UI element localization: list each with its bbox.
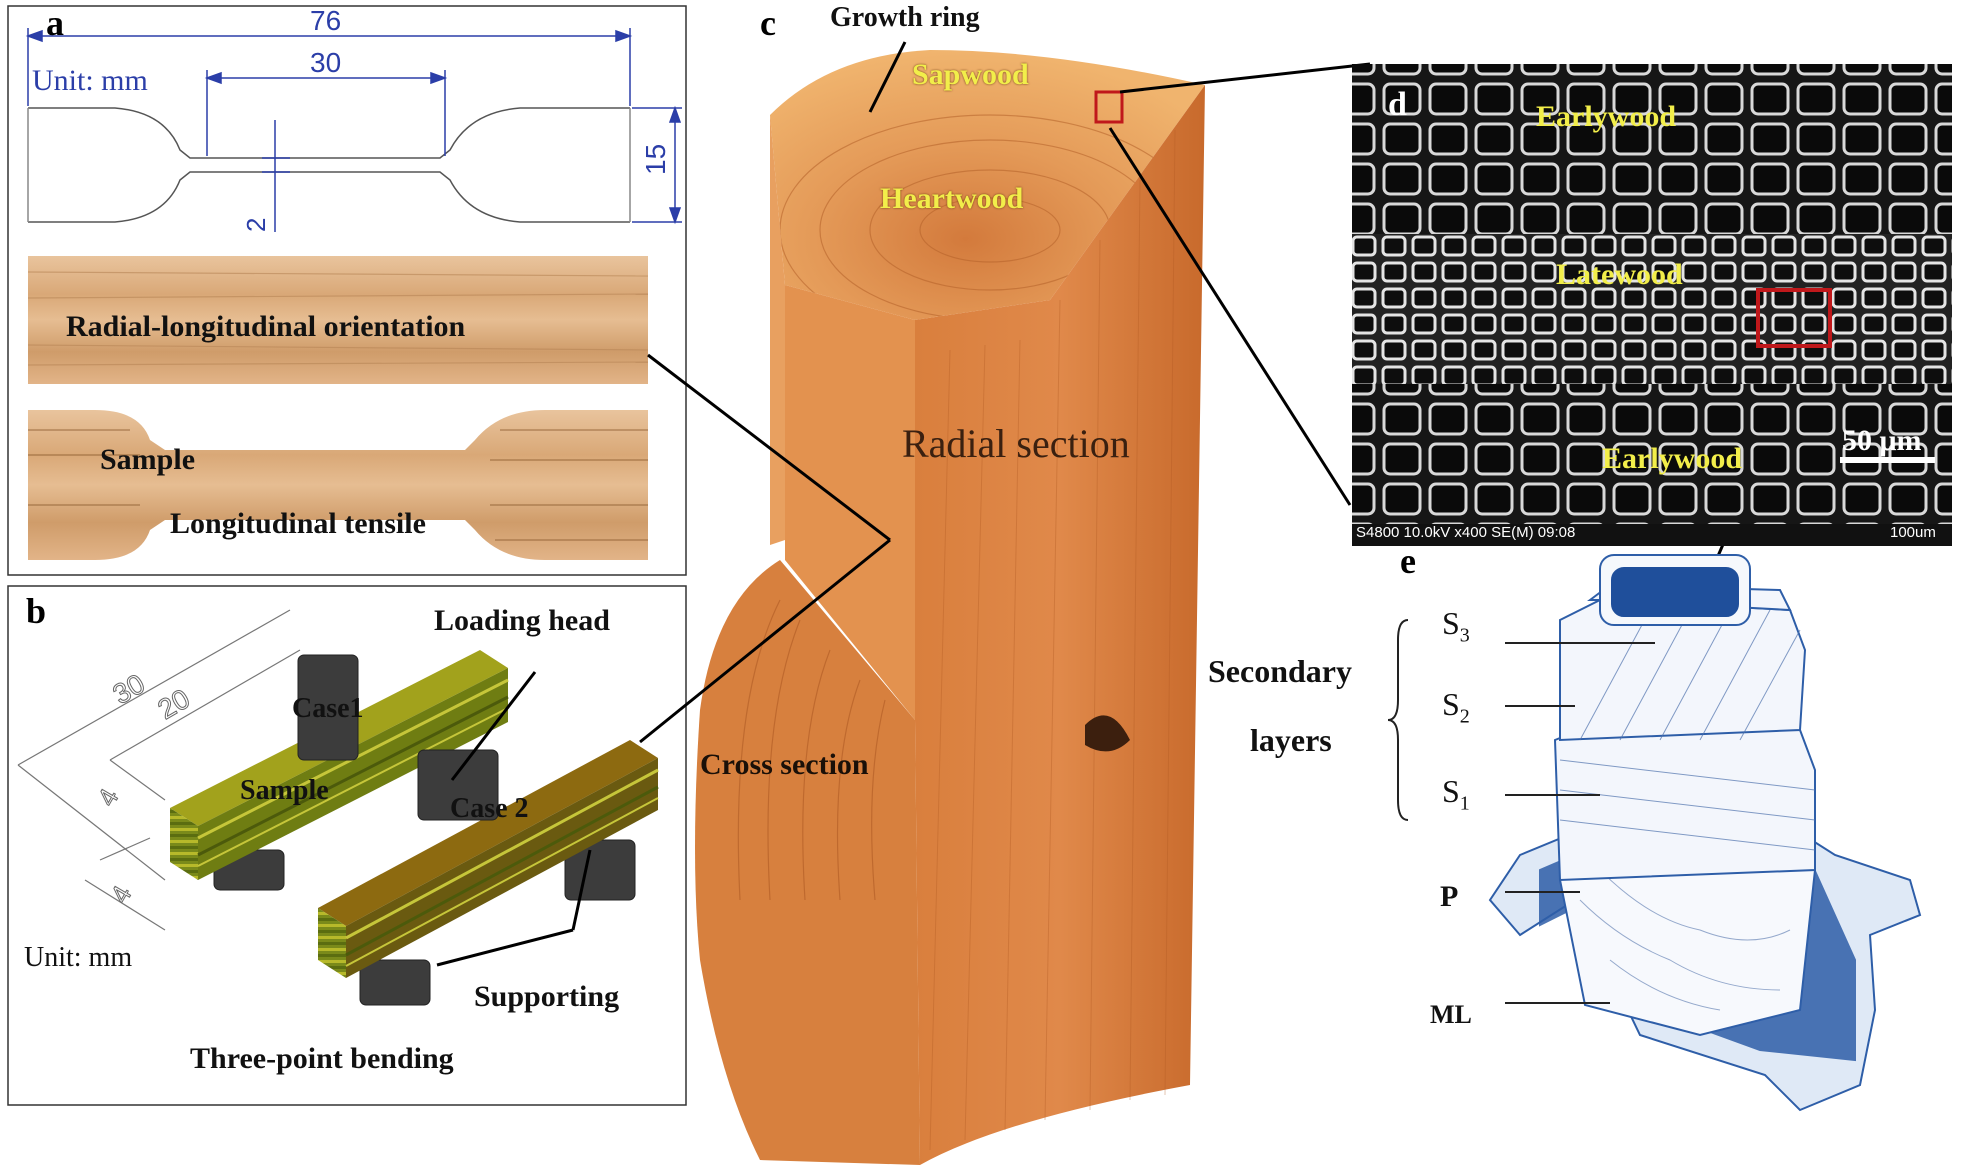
panel-b-label: b — [26, 591, 47, 631]
panel-a-label: a — [46, 3, 64, 43]
cell-wall-diagram — [1488, 554, 1922, 1112]
s3-label: S3 — [1442, 605, 1470, 647]
bending-sample-label: Sample — [240, 775, 329, 806]
bending-sample-2 — [318, 740, 659, 978]
p-layer-label: P — [1440, 880, 1459, 913]
ml-layer-label: ML — [1430, 1000, 1472, 1029]
sem-scale-label: 50 μm — [1842, 424, 1922, 457]
sem-micrograph — [1352, 64, 1952, 546]
s1-label: S1 — [1442, 773, 1470, 815]
wood-block-photo — [695, 50, 1205, 1165]
latewood-label: Latewood — [1556, 258, 1683, 291]
heartwood-label: Heartwood — [880, 182, 1024, 215]
dimension-lines — [25, 28, 682, 232]
sapwood-label: Sapwood — [912, 58, 1029, 91]
growth-ring-label: Growth ring — [830, 2, 980, 33]
loading-head-label: Loading head — [434, 604, 610, 637]
case2-label: Case 2 — [450, 793, 529, 824]
case1-label: Case1 — [292, 693, 364, 724]
secondary-label-line1: Secondary — [1208, 653, 1352, 689]
panel-e-label: e — [1400, 541, 1416, 581]
s2-label: S2 — [1442, 686, 1470, 728]
panel-c-label: c — [760, 3, 776, 43]
tensile-caption: Longitudinal tensile — [170, 507, 426, 540]
cross-section-label: Cross section — [700, 748, 869, 781]
bending-caption: Three-point bending — [190, 1042, 454, 1075]
radial-section-label: Radial section — [902, 421, 1130, 466]
sem-scale-text: 100um — [1890, 524, 1936, 541]
secondary-label-line2: layers — [1250, 722, 1332, 758]
earlywood-top-label: Earlywood — [1536, 100, 1677, 133]
latewood-cell-marker — [1756, 288, 1832, 348]
strip-caption: Radial-longitudinal orientation — [66, 310, 466, 343]
bending-dimension-lines — [17, 609, 301, 931]
tensile-sample-label: Sample — [100, 443, 196, 476]
panel-d-label: d — [1388, 86, 1407, 123]
supporting-label: Supporting — [474, 980, 620, 1013]
tensile-sample-image — [28, 410, 648, 560]
sem-info: S4800 10.0kV x400 SE(M) 09:08 — [1356, 524, 1576, 541]
loading-heads — [297, 654, 499, 821]
earlywood-bottom-label: Earlywood — [1602, 442, 1743, 475]
unit-label-b: Unit: mm — [24, 942, 133, 973]
tensile-dimension-drawing — [27, 107, 631, 223]
sem-region-marker — [1094, 90, 1124, 124]
